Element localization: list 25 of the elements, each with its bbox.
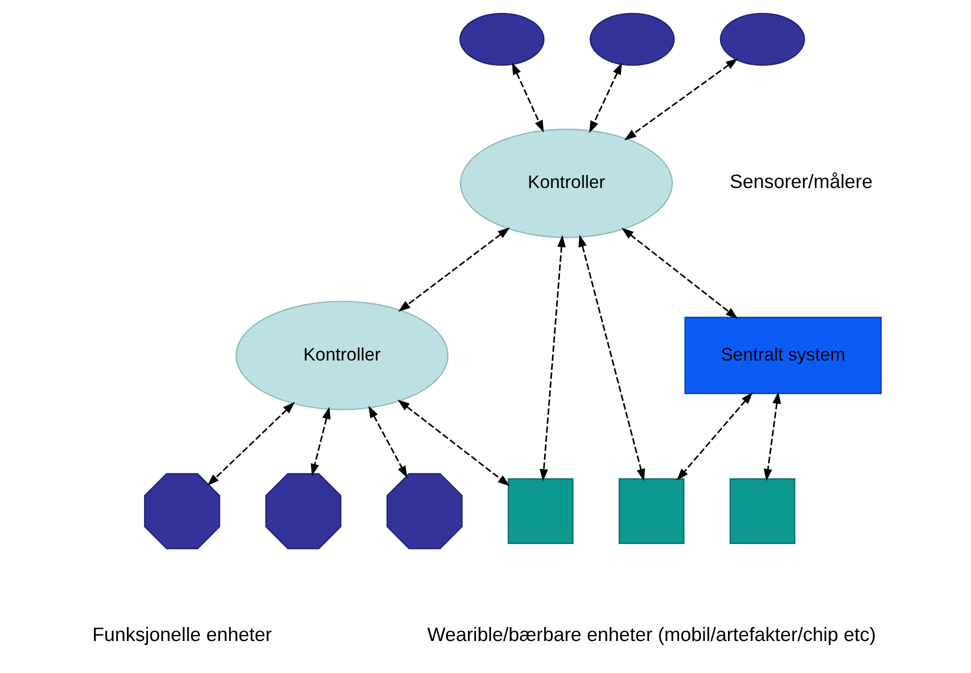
arrow: [512, 62, 544, 132]
node-box: [618, 478, 684, 544]
node-box: [508, 478, 574, 544]
node-ellipse: [590, 12, 675, 66]
arrow: [622, 228, 738, 319]
node-octagon: [386, 473, 463, 550]
arrow: [589, 62, 622, 134]
node-box: Sentralt system: [684, 316, 882, 394]
node-ellipse: [720, 12, 806, 66]
node-ellipse: [459, 12, 544, 66]
arrow: [578, 234, 646, 482]
label: Wearible/bærbare enheter (mobil/artefakter/chip etc): [427, 624, 876, 646]
label: Sensorer/målere: [730, 170, 873, 193]
arrow: [368, 406, 408, 478]
arrow: [398, 227, 510, 312]
arrow: [310, 406, 331, 476]
arrow: [540, 234, 566, 482]
arrow: [676, 392, 753, 481]
arrow: [764, 392, 781, 482]
node-octagon: [265, 473, 342, 550]
arrow: [398, 400, 510, 486]
arrow: [624, 58, 738, 140]
node-box: [730, 478, 796, 544]
arrow: [207, 402, 295, 486]
label: Funksjonelle enheter: [92, 624, 272, 646]
